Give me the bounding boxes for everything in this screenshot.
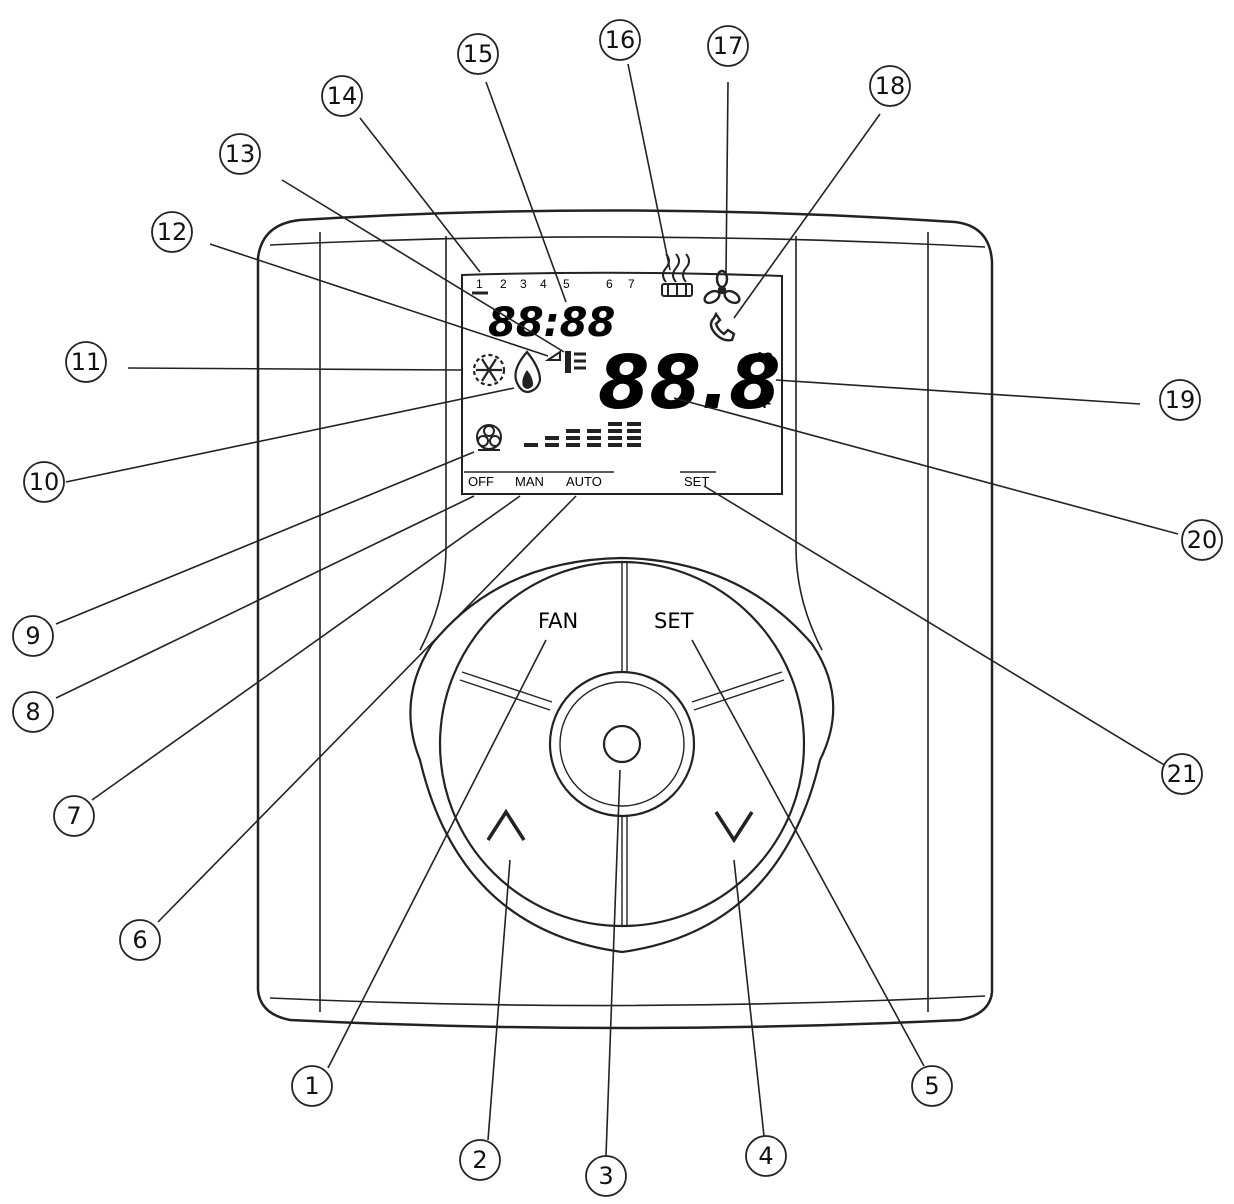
callout-14-circle	[321, 75, 363, 117]
callout-7-circle	[53, 795, 95, 837]
callout-20: 20	[1187, 526, 1218, 554]
callout-10-circle	[23, 461, 65, 503]
callout-4-circle	[745, 1135, 787, 1177]
keypad	[409, 556, 835, 954]
phone-icon	[709, 311, 736, 342]
day-7: 7	[628, 277, 635, 291]
heater-icon	[661, 253, 693, 297]
callout-13: 13	[225, 140, 256, 168]
callout-16: 16	[605, 26, 636, 54]
clock-display: 88:88	[488, 300, 615, 346]
day-1: 1	[476, 277, 483, 291]
set-button-label[interactable]: SET	[654, 609, 694, 633]
callout-11: 11	[71, 348, 102, 376]
callout-18: 18	[875, 72, 906, 100]
callout-17-circle	[707, 25, 749, 67]
callout-14: 14	[327, 82, 358, 110]
day-4: 4	[540, 277, 547, 291]
callout-2: 2	[472, 1146, 487, 1174]
fan-icon	[476, 424, 502, 451]
callout-19: 19	[1165, 386, 1196, 414]
callout-labels: 1 2 3 4 5 6 7 8 9 10 11 12 13 14 15 16 1…	[25, 26, 1217, 1190]
day-6: 6	[606, 277, 613, 291]
callout-15: 15	[463, 40, 494, 68]
lcd-display: 1 2 3 4 5 6 7 88:88	[461, 253, 783, 495]
callout-8: 8	[25, 698, 40, 726]
day-3: 3	[520, 277, 527, 291]
mode-auto: AUTO	[566, 474, 602, 489]
callout-5-circle	[911, 1065, 953, 1107]
callout-11-circle	[65, 341, 107, 383]
mode-off: OFF	[468, 474, 494, 489]
fan-speed-icon	[703, 269, 741, 305]
callout-6-circle	[119, 919, 161, 961]
callout-21-circle	[1161, 753, 1203, 795]
unit-celsius: °C	[757, 349, 773, 365]
thermostat-body	[256, 209, 994, 1030]
callouts	[12, 19, 1223, 1197]
callout-18-circle	[869, 65, 911, 107]
day-2: 2	[500, 277, 507, 291]
callout-21: 21	[1167, 760, 1198, 788]
callout-15-circle	[457, 33, 499, 75]
temperature-display: 88.8	[598, 340, 781, 426]
flame-icon	[514, 350, 542, 394]
callout-8-circle	[12, 691, 54, 733]
callout-3-circle	[585, 1155, 627, 1197]
callout-13-circle	[219, 133, 261, 175]
chevron-up-icon[interactable]	[486, 808, 526, 841]
snowflake-icon	[472, 353, 506, 387]
leader-lines	[55, 63, 1179, 1157]
callout-20-circle	[1181, 519, 1223, 561]
callout-12-circle	[151, 211, 193, 253]
center-button[interactable]	[602, 724, 642, 764]
callout-10: 10	[29, 468, 60, 496]
callout-9-circle	[12, 615, 54, 657]
callout-1-circle	[291, 1065, 333, 1107]
callout-4: 4	[758, 1142, 773, 1170]
fan-button-label[interactable]: FAN	[538, 609, 578, 633]
unit-fahrenheit: °F	[757, 395, 772, 411]
callout-12: 12	[157, 218, 188, 246]
callout-6: 6	[132, 926, 147, 954]
mode-man: MAN	[515, 474, 544, 489]
day-indicators: 1 2 3 4 5 6 7	[472, 277, 635, 295]
callout-5: 5	[924, 1072, 939, 1100]
callout-17: 17	[713, 32, 744, 60]
fan-speed-bars-icon	[524, 422, 641, 447]
callout-3: 3	[598, 1162, 613, 1190]
callout-16-circle	[599, 19, 641, 61]
mode-set: SET	[684, 474, 709, 489]
callout-7: 7	[66, 802, 81, 830]
callout-19-circle	[1159, 379, 1201, 421]
callout-1: 1	[304, 1072, 319, 1100]
mode-labels: OFF MAN AUTO SET	[464, 471, 716, 489]
chevron-down-icon[interactable]	[714, 811, 754, 844]
callout-9: 9	[25, 622, 40, 650]
program-indicator-icon	[544, 350, 586, 373]
day-5: 5	[563, 277, 570, 291]
callout-2-circle	[459, 1139, 501, 1181]
